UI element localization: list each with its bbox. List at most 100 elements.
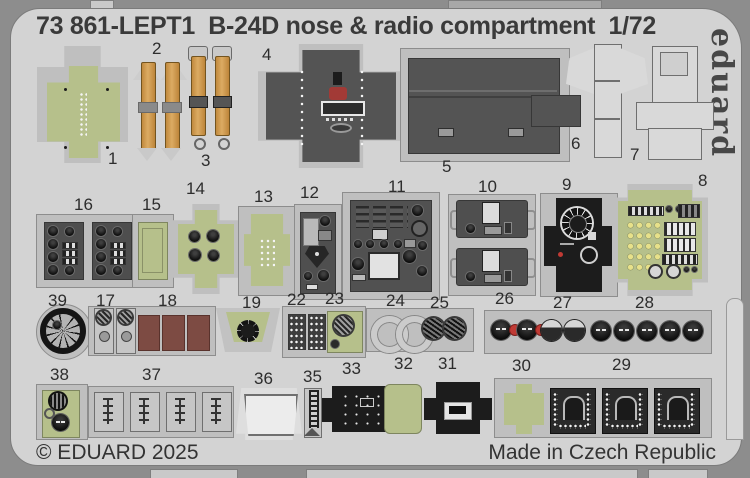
part-38-dial <box>52 414 69 431</box>
part-label-19: 19 <box>242 293 261 312</box>
part-3-belt-hook <box>218 138 230 150</box>
part-36-window-panel <box>244 394 298 436</box>
part-label-4: 4 <box>262 45 272 64</box>
sheet-edge-strip <box>726 298 744 440</box>
part-16-placard <box>110 250 126 257</box>
part-26-dial <box>491 320 511 340</box>
made-in-text: Made in Czech Republic <box>488 441 716 464</box>
part-11-placard <box>404 239 416 248</box>
part-28-dial <box>637 321 657 341</box>
part-label-25: 25 <box>430 293 449 312</box>
part-8-switch-row <box>662 254 698 265</box>
part-11-knob <box>403 250 416 263</box>
part-11-knob <box>352 258 364 270</box>
part-8-gauge <box>666 264 681 279</box>
part-15-outline <box>142 228 163 273</box>
part-10-latch <box>504 222 512 234</box>
part-4-data-placard <box>321 101 365 116</box>
part-8-knob <box>666 206 672 212</box>
part-16-knob <box>96 252 106 262</box>
part-23-knob <box>330 339 340 349</box>
part-16-placard <box>62 258 78 265</box>
part-label-33: 33 <box>342 359 361 378</box>
part-label-17: 17 <box>96 291 115 310</box>
part-11-knob <box>417 266 427 276</box>
part-4-switch <box>333 72 342 85</box>
part-14-dial <box>207 230 219 242</box>
part-label-31: 31 <box>438 354 457 373</box>
part-5-fold-line <box>409 96 557 98</box>
part-label-37: 37 <box>142 365 161 384</box>
part-17-circle <box>99 331 110 342</box>
part-12-bracket <box>303 218 319 246</box>
part-35-base <box>304 428 320 436</box>
part-16-placard <box>62 250 78 257</box>
part-4-oval-gauge <box>330 123 352 133</box>
part-11-screen <box>368 252 400 280</box>
part-9-placard <box>588 232 596 240</box>
part-3-belt-hook <box>194 138 206 150</box>
part-16-knob <box>113 227 122 236</box>
part-16-knob <box>113 266 122 275</box>
part-label-27: 27 <box>553 293 572 312</box>
part-29-dot-column <box>690 392 695 426</box>
part-1-dot <box>106 146 109 149</box>
part-27-gauge <box>564 320 585 341</box>
part-label-15: 15 <box>142 195 161 214</box>
part-3-belt-clasp <box>213 96 232 108</box>
part-9-text-line <box>560 243 574 245</box>
part-11-connector <box>394 240 402 248</box>
part-label-1: 1 <box>108 149 118 168</box>
part-28-dial <box>660 321 680 341</box>
part-17-mesh-circle <box>119 311 132 324</box>
part-25-mesh-disc <box>423 318 444 339</box>
part-11-connector <box>366 240 374 248</box>
part-26-dial <box>517 320 537 340</box>
part-16-knob <box>96 226 106 236</box>
part-label-14: 14 <box>186 179 205 198</box>
part-4-red-placard <box>329 87 347 100</box>
part-4-rivets-left <box>300 68 304 146</box>
part-5-latch <box>508 128 524 137</box>
part-9-gauge <box>580 246 598 264</box>
part-37-etched-motif <box>103 398 113 424</box>
part-12-knob <box>304 272 312 280</box>
part-6-fold-line <box>594 80 620 82</box>
part-label-2: 2 <box>152 39 162 58</box>
part-17-mesh-circle <box>97 311 110 324</box>
part-29-dot-row <box>610 424 638 429</box>
part-28-dial <box>591 321 611 341</box>
part-6-seat-back <box>594 44 622 158</box>
part-12-yoke-dot <box>315 252 319 256</box>
part-11-knob <box>412 205 423 216</box>
part-12-placard <box>306 284 318 290</box>
part-label-28: 28 <box>635 293 654 312</box>
part-14-dial <box>189 249 201 261</box>
part-7-opening <box>660 52 688 76</box>
part-4-dash-row <box>326 118 354 121</box>
part-11-connector <box>354 240 362 248</box>
part-6-fold-line <box>594 118 620 120</box>
part-16-knob <box>96 265 106 275</box>
part-13-rivet-dots <box>259 238 275 268</box>
part-16-knob <box>65 227 74 236</box>
part-33-placard <box>360 398 374 407</box>
copyright-text: © EDUARD 2025 <box>36 441 199 464</box>
part-18-plate <box>162 315 185 351</box>
part-17-circle <box>121 331 132 342</box>
part-14-dial <box>208 250 219 261</box>
part-label-10: 10 <box>478 177 497 196</box>
part-35-ladder <box>309 390 319 428</box>
part-19-dial-face <box>241 324 255 338</box>
part-label-36: 36 <box>254 369 273 388</box>
part-18-plate <box>187 315 210 351</box>
part-8-switch-row <box>628 206 664 216</box>
part-18-plate <box>138 315 160 351</box>
part-23-mesh-dial <box>334 316 353 335</box>
part-label-32: 32 <box>394 354 413 373</box>
part-11-connector <box>380 240 388 248</box>
part-37-etched-motif <box>175 398 185 424</box>
part-label-22: 22 <box>287 290 306 309</box>
part-3-belt-clasp <box>189 96 208 108</box>
part-11-connector <box>411 220 428 237</box>
